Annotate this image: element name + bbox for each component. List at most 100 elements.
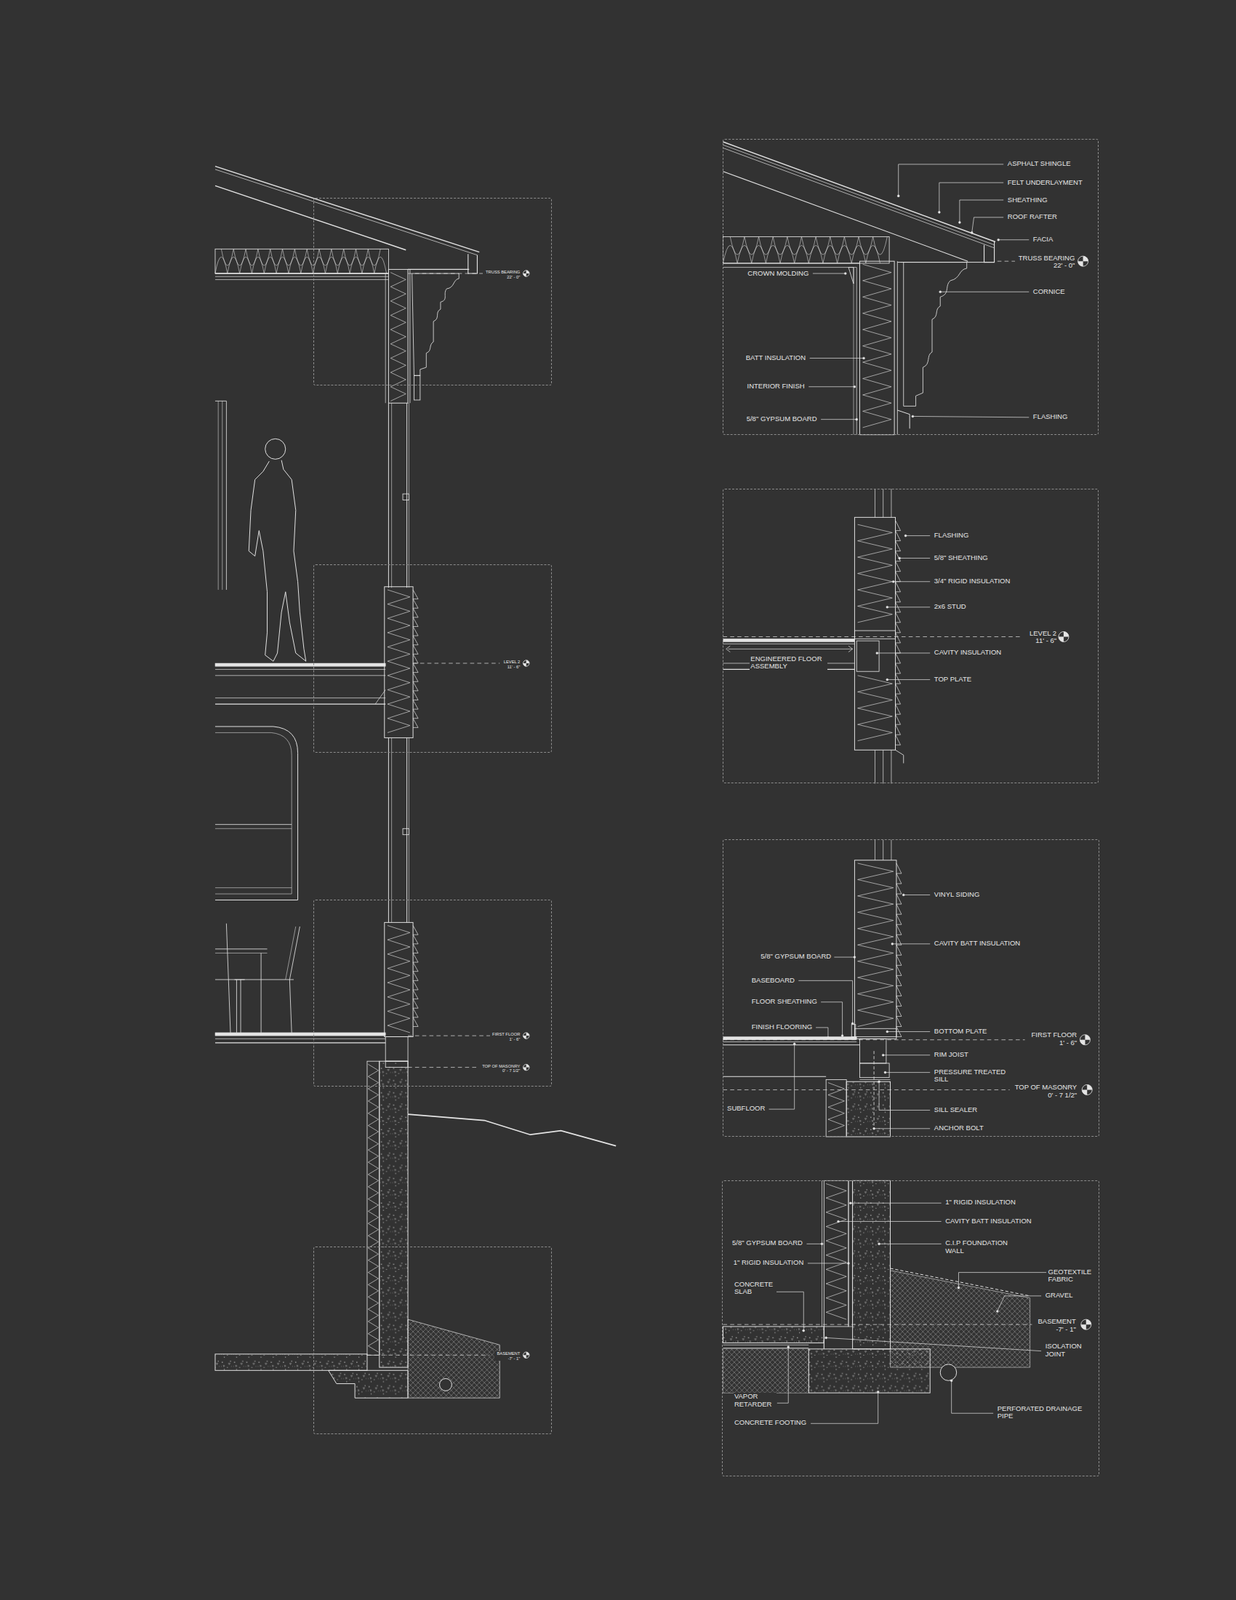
fascia [468,253,478,274]
foundation-wall [852,1180,891,1349]
leader-dot [787,1345,790,1348]
chair [234,978,294,980]
gypsum [821,1180,823,1327]
leader-line [825,1337,1042,1351]
level-marker [523,1032,530,1039]
leader-line [905,535,931,536]
chair [285,926,296,980]
leader-dot [939,290,942,294]
level-marker [1081,1089,1087,1095]
gypsum [856,267,858,435]
top-plate [854,630,896,639]
leader-dot [849,1201,852,1205]
baseboard [851,1024,856,1037]
level-marker [1079,1039,1085,1045]
level-marker [526,270,530,274]
batt-insulation [367,1063,379,1352]
rigid-insulation [825,1078,847,1137]
callout-label: ENGINEERED FLOOR ASSEMBLY [749,655,828,671]
callout-label: C.I.P FOUNDATION WALL [944,1238,1015,1255]
callout-label: 1" RIGID INSULATION [732,1258,805,1267]
callout-label: CORNICE [1032,287,1066,296]
leader-dot [902,893,905,896]
batt-insulation [390,272,406,402]
glazing [391,737,392,922]
callout-label: 5/8" GYPSUM BOARD [731,1238,804,1247]
roof-line [722,144,994,245]
ceiling-line [215,279,389,280]
leader-dot [878,1242,881,1245]
door-frame [226,400,227,590]
callout-label: 1" RIGID INSULATION [944,1198,1017,1207]
batt-insulation [857,863,894,1026]
level-marker [1079,1034,1090,1045]
leader-dot [841,1034,844,1037]
soffit [407,269,469,270]
glazing [391,402,392,588]
leader-line [775,1291,804,1330]
sill [385,1060,408,1067]
leader-dot [876,651,879,654]
leader-line [820,1001,842,1036]
callout-label: 5/8" GYPSUM BOARD [759,952,832,961]
leader-dot [873,1126,876,1130]
callout-label: INTERIOR FINISH [746,382,806,391]
leader-line [727,648,853,650]
leader-line [939,182,1004,213]
drain-pipe [940,1363,957,1380]
level-line [997,261,1016,262]
detail-frame: FIRST FLOOR 1' - 6"TOP OF MASONRY 0' - 7… [313,899,552,1087]
window-frame [874,839,876,861]
leader-line [892,942,930,944]
leader-line [912,415,1029,417]
mullion [402,493,409,500]
siding [896,863,902,1037]
batt-insulation [863,263,892,427]
callout-label: 3/4" RIGID INSULATION [933,577,1012,586]
level-marker [526,660,530,664]
callout-label: FIRST FLOOR 1' - 6" [1028,1030,1079,1047]
bracket [375,689,386,704]
flashing [895,749,904,763]
leader-line [833,956,855,958]
leader-line [815,1027,829,1038]
fascia [984,242,995,263]
floor-layer [215,674,386,676]
leader-dot [878,1080,881,1083]
leader-dot [937,210,941,214]
leader-dot [892,580,895,583]
cladding [409,269,411,403]
detail-frame: VINYL SIDINGCAVITY BATT INSULATION5/8" G… [722,839,1100,1136]
callout-label: BASEBOARD [751,976,796,985]
subfloor [722,1076,826,1077]
floor-layer [215,1041,386,1043]
leader-dot [793,1042,796,1045]
level-marker [523,663,527,666]
detail-frame: LEVEL 2 11' - 6" [313,564,552,753]
level-marker [523,1063,530,1070]
level-line [407,1035,492,1037]
level-line [722,1089,1010,1090]
leader-line [806,1243,822,1244]
window-frame [890,749,892,784]
leader-line [893,580,930,582]
leader-dot [950,1379,953,1382]
leader-arrow [726,645,731,652]
callout-label: LEVEL 2 11' - 6" [1025,629,1058,645]
wall-layer [384,586,413,738]
leader-dot [886,1030,889,1033]
callout-label: TOP OF MASONRY 0' - 7 1/2" [1010,1083,1078,1099]
gypsum [385,273,387,403]
floor-finish [722,1036,857,1040]
leader-dot [853,956,856,959]
leader-dot [881,1053,885,1056]
leader-line [997,1295,1042,1311]
floor-finish [215,1032,386,1036]
floor-layer [722,1041,857,1042]
bottom-plate [854,1028,897,1037]
callout-label: 2x6 STUD [933,602,967,611]
leader-dot [851,1022,854,1025]
callout-label: FLASHING [1032,412,1069,421]
level-marker [523,270,530,277]
